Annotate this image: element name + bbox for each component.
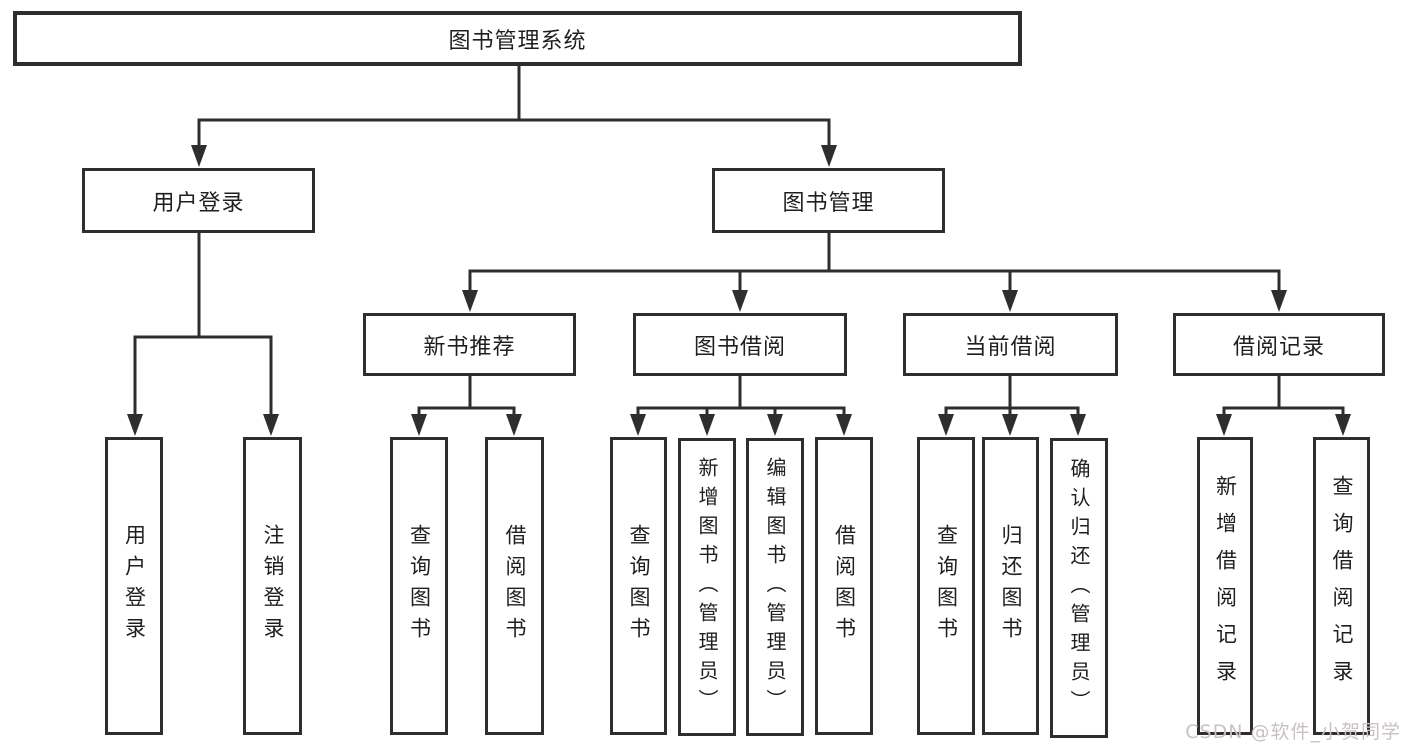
leaf-bb-query-books-label: 查询图书 — [627, 524, 651, 648]
arrowheads — [127, 145, 1351, 436]
leaf-br-query-record: 查询借阅记录 — [1313, 437, 1370, 735]
leaf-br-query-record-label: 查询借阅记录 — [1330, 475, 1354, 697]
leaf-bb-query-books: 查询图书 — [610, 437, 667, 735]
leaf-nbr-borrow-books: 借阅图书 — [485, 437, 544, 735]
leaf-cb-query-books-label: 查询图书 — [934, 524, 959, 648]
node-root-label: 图书管理系统 — [448, 28, 587, 54]
leaf-bb-borrow-books-label: 借阅图书 — [832, 524, 857, 648]
leaf-user-login: 用户登录 — [105, 437, 163, 735]
leaf-nbr-borrow-books-label: 借阅图书 — [503, 524, 527, 648]
node-borrow-records-label: 借阅记录 — [1232, 334, 1325, 360]
node-book-borrow: 图书借阅 — [633, 313, 847, 376]
node-borrow-records: 借阅记录 — [1173, 313, 1385, 376]
csdn-watermark: CSDN @软件_小贺同学 — [1185, 721, 1401, 743]
connector-nbr-rail — [417, 406, 516, 418]
node-root: 图书管理系统 — [13, 11, 1022, 66]
leaf-bb-edit-books-admin: 编辑图书（管理员） — [746, 438, 804, 736]
node-user-login-label: 用户登录 — [152, 190, 245, 216]
leaf-cb-confirm-return-admin-label: 确认归还（管理员） — [1067, 457, 1091, 719]
connector-cb-rail — [944, 406, 1080, 418]
node-current-borrow: 当前借阅 — [903, 313, 1118, 376]
leaf-bb-add-books-admin-label: 新增图书（管理员） — [695, 456, 719, 718]
connector-br-rail — [1222, 406, 1345, 418]
leaf-bb-add-books-admin: 新增图书（管理员） — [678, 438, 736, 736]
leaf-logout-label: 注销登录 — [261, 524, 285, 648]
node-book-management: 图书管理 — [712, 168, 945, 233]
node-new-book-recommend: 新书推荐 — [363, 313, 576, 376]
leaf-br-add-record-label: 新增借阅记录 — [1213, 475, 1238, 697]
node-current-borrow-label: 当前借阅 — [964, 334, 1057, 360]
leaf-cb-return-books-label: 归还图书 — [999, 524, 1023, 648]
node-book-management-label: 图书管理 — [782, 190, 875, 216]
connector-level2-rail — [197, 118, 831, 150]
leaf-bb-borrow-books: 借阅图书 — [815, 437, 873, 735]
connector-userlogin-rail — [133, 335, 273, 416]
leaf-cb-confirm-return-admin: 确认归还（管理员） — [1050, 438, 1108, 738]
leaf-nbr-query-books: 查询图书 — [390, 437, 448, 735]
node-book-borrow-label: 图书借阅 — [693, 334, 786, 360]
node-new-book-recommend-label: 新书推荐 — [423, 334, 516, 360]
leaf-bb-edit-books-admin-label: 编辑图书（管理员） — [763, 456, 787, 718]
connector-bb-rail — [636, 406, 846, 418]
leaf-user-login-label: 用户登录 — [122, 524, 147, 648]
leaf-cb-return-books: 归还图书 — [982, 437, 1039, 735]
leaf-nbr-query-books-label: 查询图书 — [407, 524, 432, 648]
leaf-logout: 注销登录 — [243, 437, 302, 735]
connector-level3-rail — [468, 269, 1281, 296]
node-user-login: 用户登录 — [82, 168, 315, 233]
leaf-cb-query-books: 查询图书 — [917, 437, 975, 735]
leaf-br-add-record: 新增借阅记录 — [1197, 437, 1253, 735]
